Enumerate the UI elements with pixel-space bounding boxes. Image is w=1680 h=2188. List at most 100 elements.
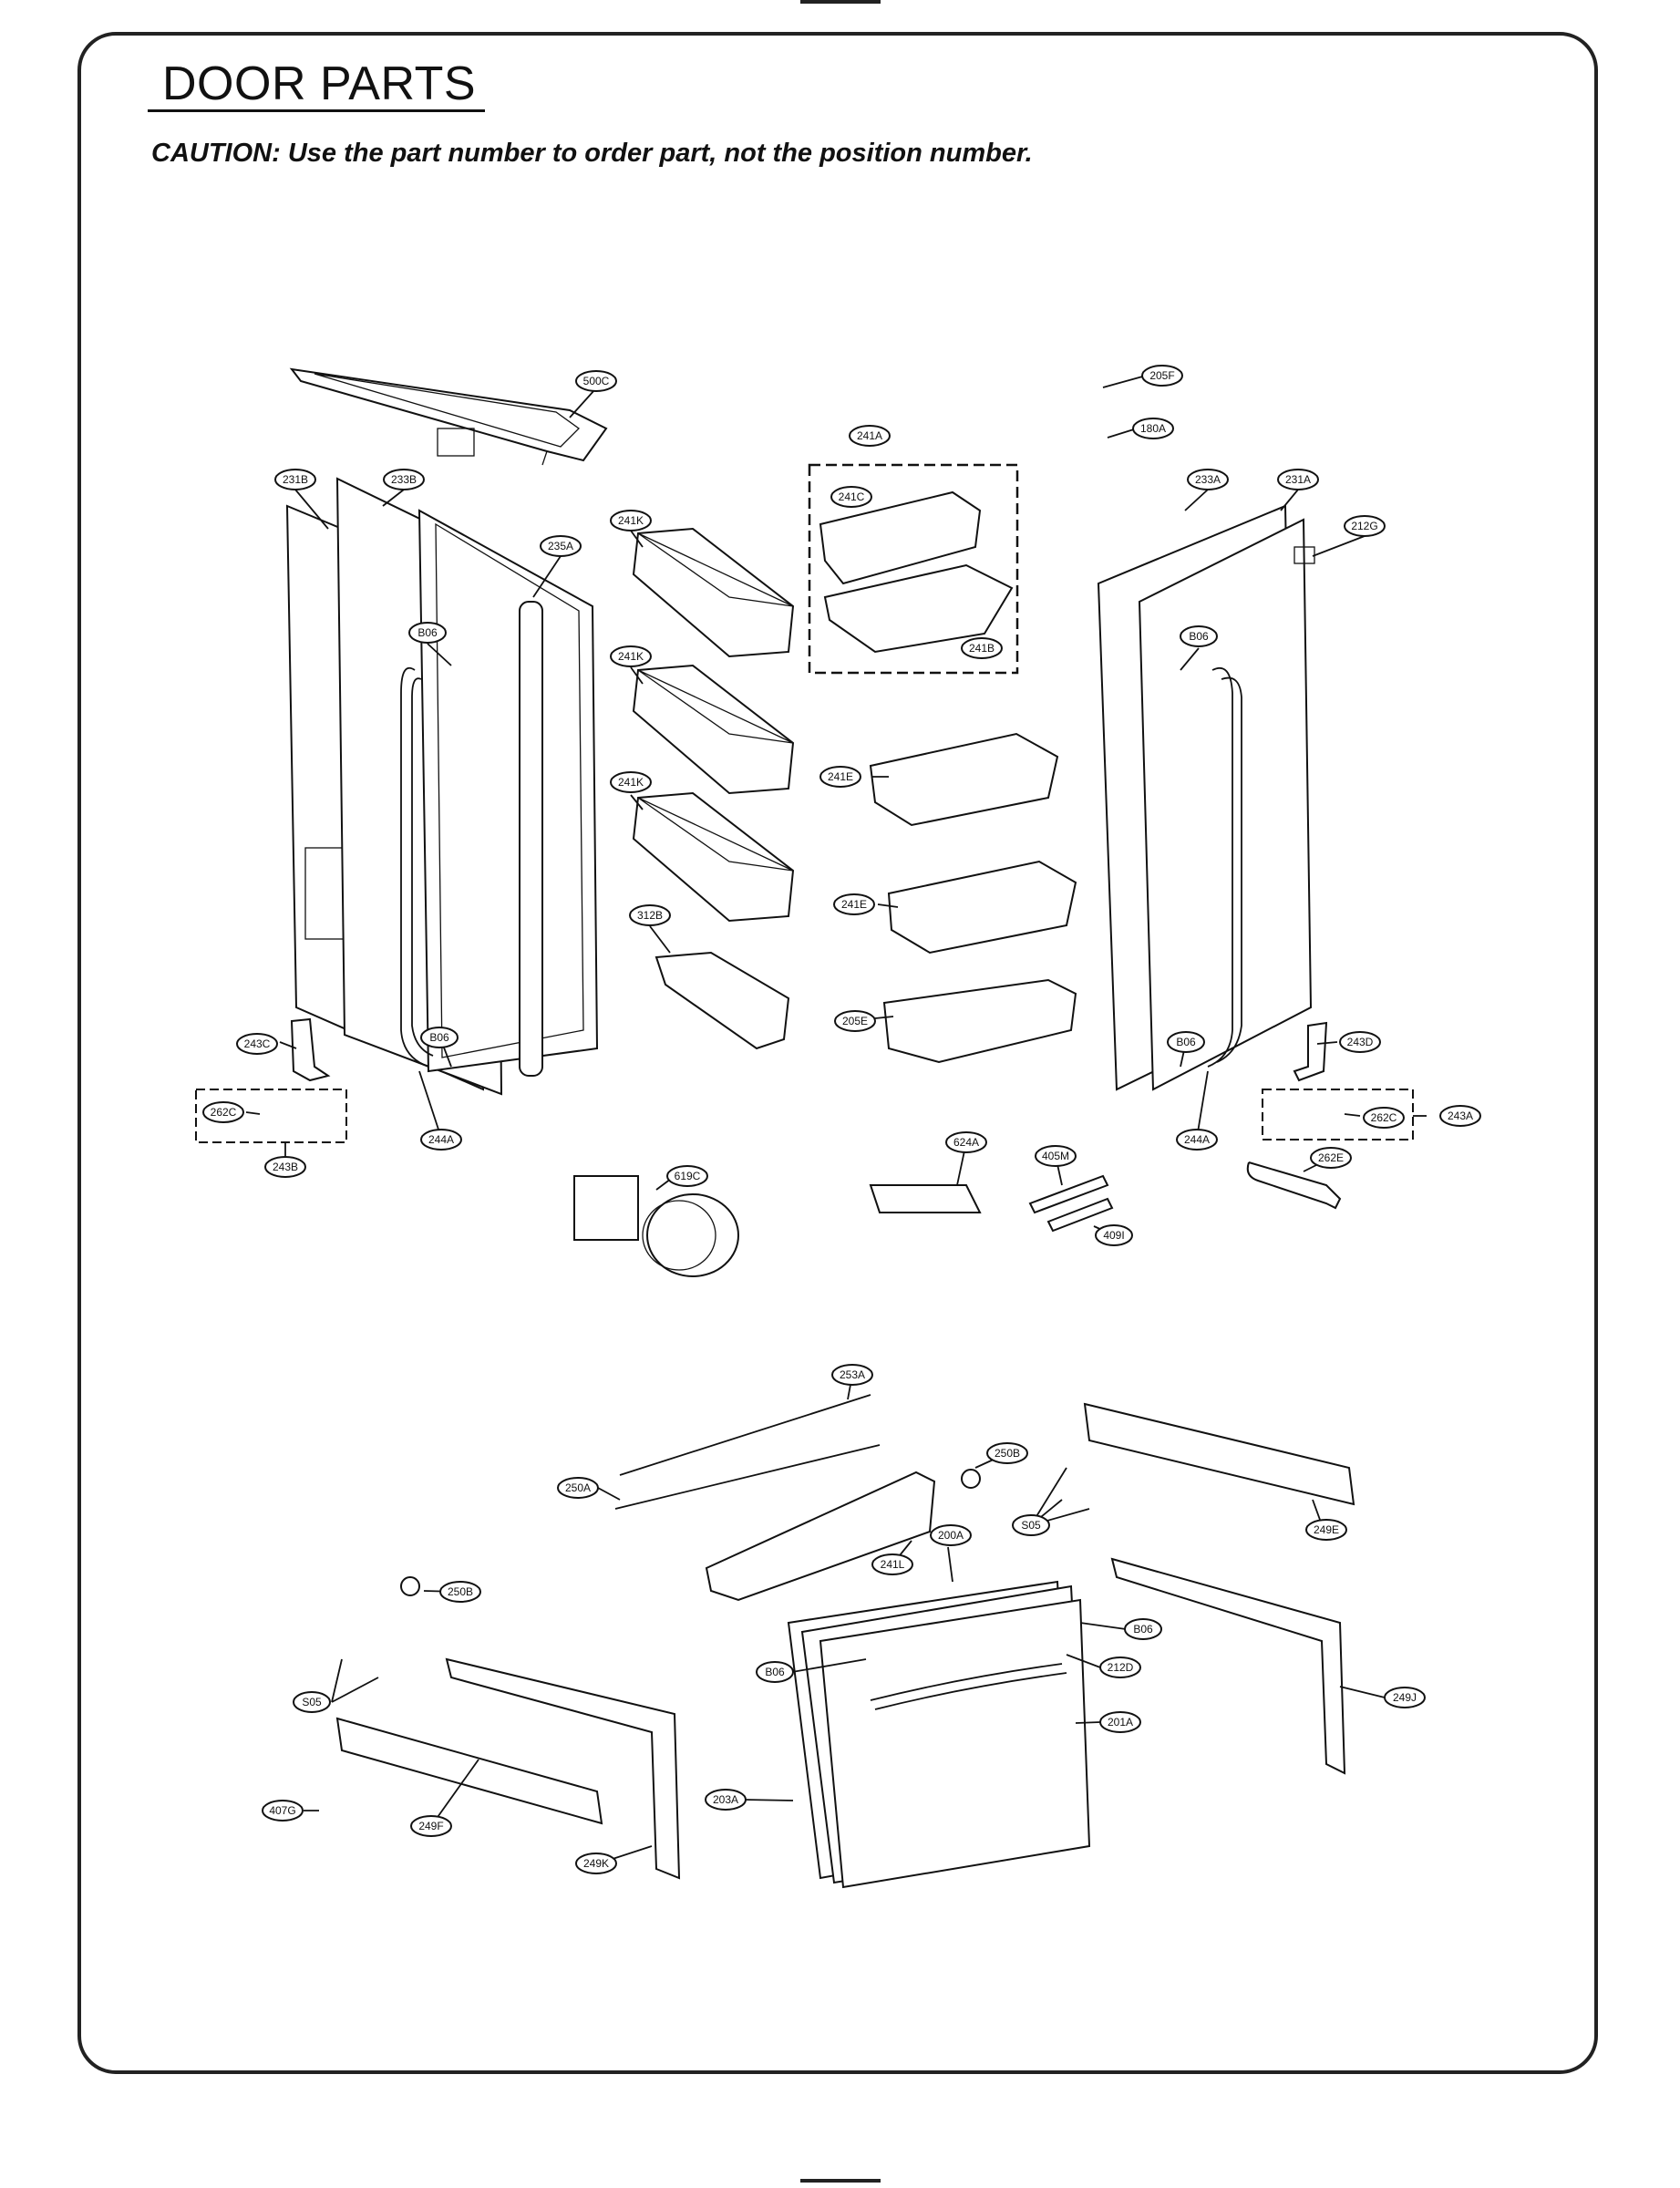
callout-B06-right-top: B06 [1180, 625, 1218, 647]
hinge-parts-drawing [195, 1017, 1414, 1210]
callout-201A-label: 201A [1108, 1716, 1133, 1729]
callout-241E-1-label: 241E [828, 770, 853, 783]
callout-200A: 200A [930, 1524, 972, 1546]
callout-250B-left: 250B [439, 1581, 481, 1603]
page-title: DOOR PARTS [162, 57, 477, 110]
callout-244A-right: 244A [1176, 1129, 1218, 1151]
callout-241E-2-label: 241E [841, 898, 867, 911]
callout-205E-label: 205E [842, 1015, 868, 1027]
callout-624A: 624A [945, 1131, 987, 1153]
caution-note: CAUTION: Use the part number to order pa… [151, 139, 1033, 168]
callout-241L-label: 241L [881, 1558, 905, 1571]
callout-205F: 205F [1141, 365, 1183, 387]
callout-409I: 409I [1095, 1224, 1133, 1246]
callout-243D-label: 243D [1347, 1036, 1374, 1048]
callout-243A-label: 243A [1448, 1109, 1473, 1122]
callout-212G: 212G [1344, 515, 1386, 537]
callout-244A-left-label: 244A [428, 1133, 454, 1146]
callout-243C: 243C [236, 1033, 278, 1055]
callout-241C: 241C [830, 486, 872, 508]
callout-262E-label: 262E [1318, 1151, 1344, 1164]
callout-B06-left-top-label: B06 [417, 626, 438, 639]
callout-212G-label: 212G [1351, 520, 1377, 532]
callout-235A: 235A [540, 535, 582, 557]
callout-231A: 231A [1277, 469, 1319, 490]
page-bottom-mark [800, 2179, 881, 2183]
callout-241K-1-label: 241K [618, 514, 644, 527]
callout-249E-label: 249E [1314, 1523, 1339, 1536]
callout-S05-left-label: S05 [302, 1696, 322, 1708]
callout-250B-right-label: 250B [995, 1447, 1020, 1460]
callout-200A-label: 200A [938, 1529, 964, 1542]
callout-233B: 233B [383, 469, 425, 490]
callout-250B-left-label: 250B [448, 1585, 473, 1598]
callout-S05-left: S05 [293, 1691, 331, 1713]
callout-241L: 241L [871, 1553, 913, 1575]
callout-241K-2-label: 241K [618, 650, 644, 663]
callout-233A-label: 233A [1195, 473, 1221, 486]
callout-244A-right-label: 244A [1184, 1133, 1210, 1146]
callout-312B-label: 312B [637, 909, 663, 922]
callout-405M: 405M [1035, 1145, 1077, 1167]
callout-B06-left-bottom: B06 [420, 1027, 459, 1048]
callout-201A: 201A [1099, 1711, 1141, 1733]
callout-241B-label: 241B [969, 642, 995, 655]
callout-180A: 180A [1132, 418, 1174, 439]
dairy-bin-assembly-drawing [808, 463, 1019, 675]
ice-maker-parts-drawing [573, 1174, 1114, 1277]
callout-B06-drawer-left: B06 [756, 1661, 794, 1683]
callout-262E: 262E [1310, 1147, 1352, 1169]
callout-241K-3: 241K [610, 771, 652, 793]
callout-249K: 249K [575, 1853, 617, 1874]
callout-212D: 212D [1099, 1656, 1141, 1678]
callout-241B: 241B [961, 637, 1003, 659]
callout-244A-left: 244A [420, 1129, 462, 1151]
callout-249F: 249F [410, 1815, 452, 1837]
callout-180A-label: 180A [1140, 422, 1166, 435]
door-bins-241K-drawing [632, 527, 795, 923]
callout-233A: 233A [1187, 469, 1229, 490]
callout-B06-right-bottom-label: B06 [1176, 1036, 1196, 1048]
callout-203A: 203A [705, 1789, 747, 1811]
callout-409I-label: 409I [1103, 1229, 1124, 1242]
callout-B06-left-top: B06 [408, 622, 447, 644]
callout-B06-drawer-right-label: B06 [1133, 1623, 1153, 1636]
callout-405M-label: 405M [1042, 1150, 1069, 1162]
callout-407G-label: 407G [269, 1804, 295, 1817]
top-cover-500C-drawing [289, 367, 608, 466]
part-312B-drawing [654, 951, 790, 1050]
title-underline [148, 109, 485, 112]
callout-243C-label: 243C [244, 1037, 271, 1050]
right-door-drawing [1097, 504, 1315, 1091]
callout-250A-label: 250A [565, 1481, 591, 1494]
callout-B06-left-bottom-label: B06 [429, 1031, 449, 1044]
callout-249J: 249J [1384, 1687, 1426, 1708]
callout-235A-label: 235A [548, 540, 573, 552]
callout-253A: 253A [831, 1364, 873, 1386]
callout-241C-label: 241C [839, 490, 865, 503]
callout-241K-2: 241K [610, 645, 652, 667]
callout-243A: 243A [1439, 1105, 1481, 1127]
callout-262C-right: 262C [1363, 1107, 1405, 1129]
callout-249F-label: 249F [418, 1820, 443, 1832]
callout-241E-1: 241E [819, 766, 861, 788]
callout-S05-right-label: S05 [1021, 1519, 1041, 1532]
callout-B06-drawer-left-label: B06 [765, 1666, 785, 1678]
callout-231A-label: 231A [1285, 473, 1311, 486]
callout-B06-right-top-label: B06 [1189, 630, 1209, 643]
callout-249K-label: 249K [583, 1857, 609, 1870]
callout-249J-label: 249J [1393, 1691, 1417, 1704]
callout-262C-left: 262C [202, 1101, 244, 1123]
callout-243B-label: 243B [273, 1161, 298, 1173]
callout-500C-label: 500C [583, 375, 610, 387]
callout-S05-right: S05 [1012, 1514, 1050, 1536]
callout-262C-right-label: 262C [1371, 1111, 1397, 1124]
callout-B06-drawer-right: B06 [1124, 1618, 1162, 1640]
callout-241A: 241A [849, 425, 891, 447]
callout-241A-label: 241A [857, 429, 882, 442]
callout-624A-label: 624A [953, 1136, 979, 1149]
left-door-drawing [285, 477, 599, 1096]
page-top-mark [800, 0, 881, 4]
callout-253A-label: 253A [840, 1368, 865, 1381]
